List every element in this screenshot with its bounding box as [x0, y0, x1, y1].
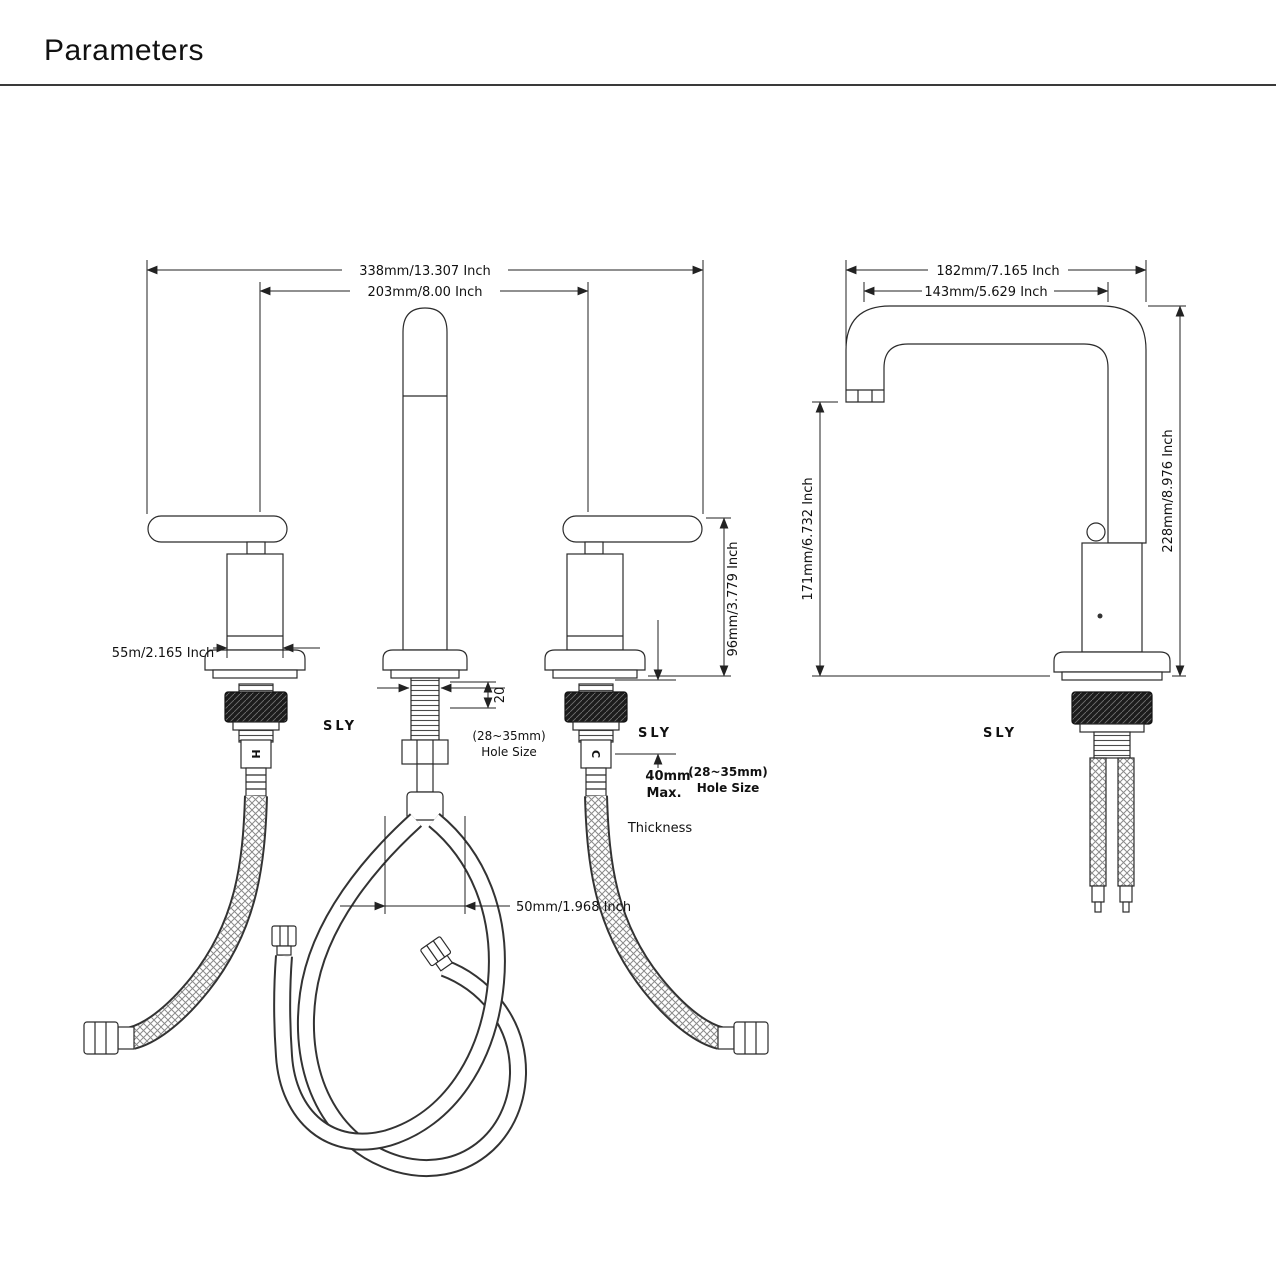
watermark-logo: SLY	[983, 726, 1017, 741]
spout-base-flange	[382, 649, 468, 671]
dim-spout-height-label: 171mm/6.732 Inch	[801, 477, 816, 600]
dim-shank-gap-label: 20	[493, 687, 508, 704]
side-hose	[1117, 757, 1135, 887]
right-lever	[562, 515, 703, 543]
page-header: Parameters	[0, 0, 1276, 86]
dim-shank-gap: 20	[450, 681, 508, 709]
center-hole-size-value: (28~35mm)	[472, 729, 545, 743]
deck-thickness-label: Thickness	[627, 821, 692, 836]
technical-drawing: SLY SLY 338mm/13.307 Inch 203mm/8.00 Inc…	[83, 260, 1186, 1177]
callout-deck-thickness: 40mm Max. Thickness	[615, 620, 692, 836]
hot-marker-label: H	[249, 749, 262, 758]
dim-handle-height-label: 96mm/3.779 Inch	[726, 541, 741, 656]
hose-end-fitting	[271, 925, 297, 956]
left-lock-nut	[224, 691, 288, 723]
hose-end-fitting	[420, 936, 454, 972]
center-hole-size-label: Hole Size	[481, 745, 537, 759]
right-handle-flange	[544, 649, 646, 671]
dim-overall-width: 338mm/13.307 Inch	[146, 260, 704, 514]
dim-handle-height: 96mm/3.779 Inch	[648, 517, 741, 677]
dim-overall-depth-label: 182mm/7.165 Inch	[936, 264, 1059, 279]
page-title: Parameters	[44, 34, 205, 67]
left-braided-hose	[83, 795, 268, 1055]
front-view: SLY SLY 338mm/13.307 Inch 203mm/8.00 Inc…	[83, 260, 769, 1177]
dim-handle-width: 55m/2.165 Inch	[112, 638, 320, 661]
cold-marker-label: C	[589, 750, 602, 758]
side-lock-nut	[1071, 691, 1153, 725]
left-handle-flange	[204, 649, 306, 671]
dim-spout-shank-width-label: 50mm/1.968 Inch	[516, 900, 631, 915]
watermark-logo: SLY	[638, 726, 672, 741]
side-view: SLY 182mm/7.1	[801, 260, 1186, 913]
spout-mounting-nut	[401, 739, 449, 765]
hose-end-nut	[83, 1021, 135, 1055]
dim-overall-width-label: 338mm/13.307 Inch	[359, 264, 491, 279]
side-hose	[1089, 757, 1107, 887]
right-braided-hose	[584, 795, 769, 1055]
right-lock-nut	[564, 691, 628, 723]
right-handle: C	[544, 515, 703, 797]
dim-spout-reach-label: 143mm/5.629 Inch	[924, 285, 1047, 300]
left-lever	[147, 515, 288, 543]
left-handle: H	[147, 515, 306, 797]
spout-supply-hoses	[271, 813, 528, 1177]
center-spout	[382, 307, 468, 821]
dim-handle-width-label: 55m/2.165 Inch	[112, 646, 214, 661]
hot-marker-box	[240, 739, 272, 769]
tee-fitting	[406, 791, 444, 821]
deck-thickness-max: Max.	[646, 786, 681, 801]
side-hole-size-value: (28~35mm)	[688, 765, 767, 779]
right-handle-body	[566, 553, 624, 651]
handle-pin	[1086, 522, 1106, 542]
dim-spout-shank-width: 50mm/1.968 Inch	[340, 816, 631, 915]
side-body	[1081, 542, 1143, 653]
dim-overall-height-label: 228mm/8.976 Inch	[1161, 429, 1176, 552]
dim-overall-depth: 182mm/7.165 Inch	[845, 260, 1147, 346]
side-hole-size-label: Hole Size	[697, 781, 760, 795]
callout-center-hole-size: (28~35mm) Hole Size	[377, 683, 546, 759]
side-flange	[1053, 651, 1171, 673]
dim-handle-spacing: 203mm/8.00 Inch	[259, 282, 589, 512]
left-handle-body	[226, 553, 284, 651]
side-spout	[845, 305, 1171, 913]
dim-handle-spacing-label: 203mm/8.00 Inch	[367, 285, 482, 300]
callout-side-hole-size: (28~35mm) Hole Size	[688, 765, 767, 795]
dim-spout-height: 171mm/6.732 Inch	[801, 401, 1050, 677]
deck-thickness-value: 40mm	[645, 769, 690, 784]
spout-threaded-shank	[410, 677, 440, 741]
watermark-logo: SLY	[323, 719, 357, 734]
hose-end-nut	[717, 1021, 769, 1055]
dim-overall-height: 228mm/8.976 Inch	[1148, 305, 1186, 677]
side-threaded-shank	[1093, 731, 1131, 759]
dim-spout-reach: 143mm/5.629 Inch	[863, 282, 1109, 302]
